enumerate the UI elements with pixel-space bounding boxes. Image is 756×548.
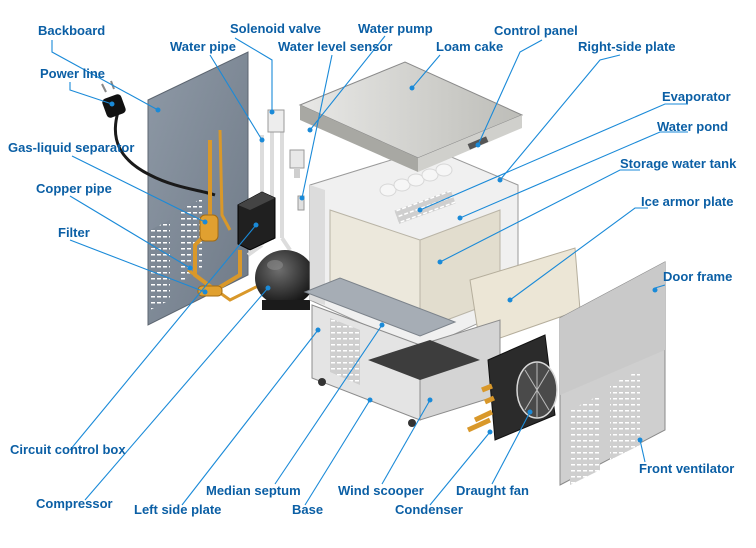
label-storage-water-tank: Storage water tank [620, 156, 737, 171]
leader-loam-cake [411, 54, 441, 89]
compressor-part [255, 250, 315, 310]
leader-water-pond [459, 131, 688, 219]
copper-pipe-assembly [187, 129, 261, 302]
leader-copper-pipe [69, 195, 191, 269]
solenoid-valve-part [267, 109, 285, 133]
leader-right-side-plate [499, 54, 621, 181]
draught-fan-part [516, 361, 558, 419]
leader-water-pipe [209, 54, 263, 141]
leader-circuit-control-box [69, 224, 257, 451]
backboard-panel [147, 51, 249, 326]
label-gas-liquid-separator: Gas-liquid separator [8, 140, 135, 155]
label-solenoid-valve: Solenoid valve [230, 21, 322, 36]
leader-control-panel [477, 39, 543, 146]
label-draught-fan: Draught fan [456, 483, 529, 498]
label-base: Base [292, 502, 324, 517]
leader-storage-water-tank [439, 169, 640, 263]
label-water-level-sensor: Water level sensor [278, 39, 393, 54]
label-control-panel: Control panel [494, 23, 578, 38]
leader-front-ventilator [639, 439, 646, 463]
label-door-frame: Door frame [663, 269, 733, 284]
label-front-ventilator: Front ventilator [639, 461, 735, 476]
label-filter: Filter [58, 225, 90, 240]
label-backboard: Backboard [38, 23, 106, 38]
leader-condenser [429, 431, 491, 506]
label-condenser: Condenser [395, 502, 463, 517]
leader-water-level-sensor [301, 54, 333, 199]
leader-median-septum [274, 324, 383, 485]
leader-power-line [69, 82, 113, 105]
label-evaporator: Evaporator [662, 89, 731, 104]
label-water-pipe: Water pipe [170, 39, 236, 54]
leader-door-frame [654, 284, 666, 289]
leader-gas-liquid-separator [71, 155, 206, 223]
label-right-side-plate: Right-side plate [578, 39, 676, 54]
leader-lines [51, 35, 688, 506]
label-left-side-plate: Left side plate [134, 502, 222, 517]
leader-filter [69, 239, 206, 293]
front-ventilator-part [570, 370, 640, 485]
leader-left-side-plate [181, 329, 319, 506]
leader-draught-fan [491, 411, 531, 485]
leader-ice-armor-plate [509, 207, 648, 301]
evaporator-part [379, 163, 456, 224]
base-frame [311, 304, 501, 427]
leader-water-pump [309, 35, 386, 131]
median-septum-part [303, 277, 457, 337]
leader-base [304, 399, 371, 506]
label-water-pond: Water pond [657, 119, 729, 134]
label-median-septum: Median septum [206, 483, 301, 498]
label-circuit-control-box: Circuit control box [10, 442, 126, 457]
water-pump-part [289, 149, 305, 178]
loam-cake-lid [298, 61, 524, 172]
leader-solenoid-valve [234, 37, 273, 112]
label-ice-armor-plate: Ice armor plate [641, 194, 734, 209]
label-compressor: Compressor [36, 496, 113, 511]
leader-backboard [51, 40, 159, 111]
label-power-line: Power line [40, 66, 106, 81]
label-wind-scooper: Wind scooper [338, 483, 424, 498]
leader-compressor [84, 287, 269, 501]
label-water-pump: Water pump [358, 21, 433, 36]
label-copper-pipe: Copper pipe [36, 181, 112, 196]
leader-evaporator [419, 103, 688, 211]
label-loam-cake: Loam cake [436, 39, 504, 54]
leader-wind-scooper [381, 399, 431, 485]
